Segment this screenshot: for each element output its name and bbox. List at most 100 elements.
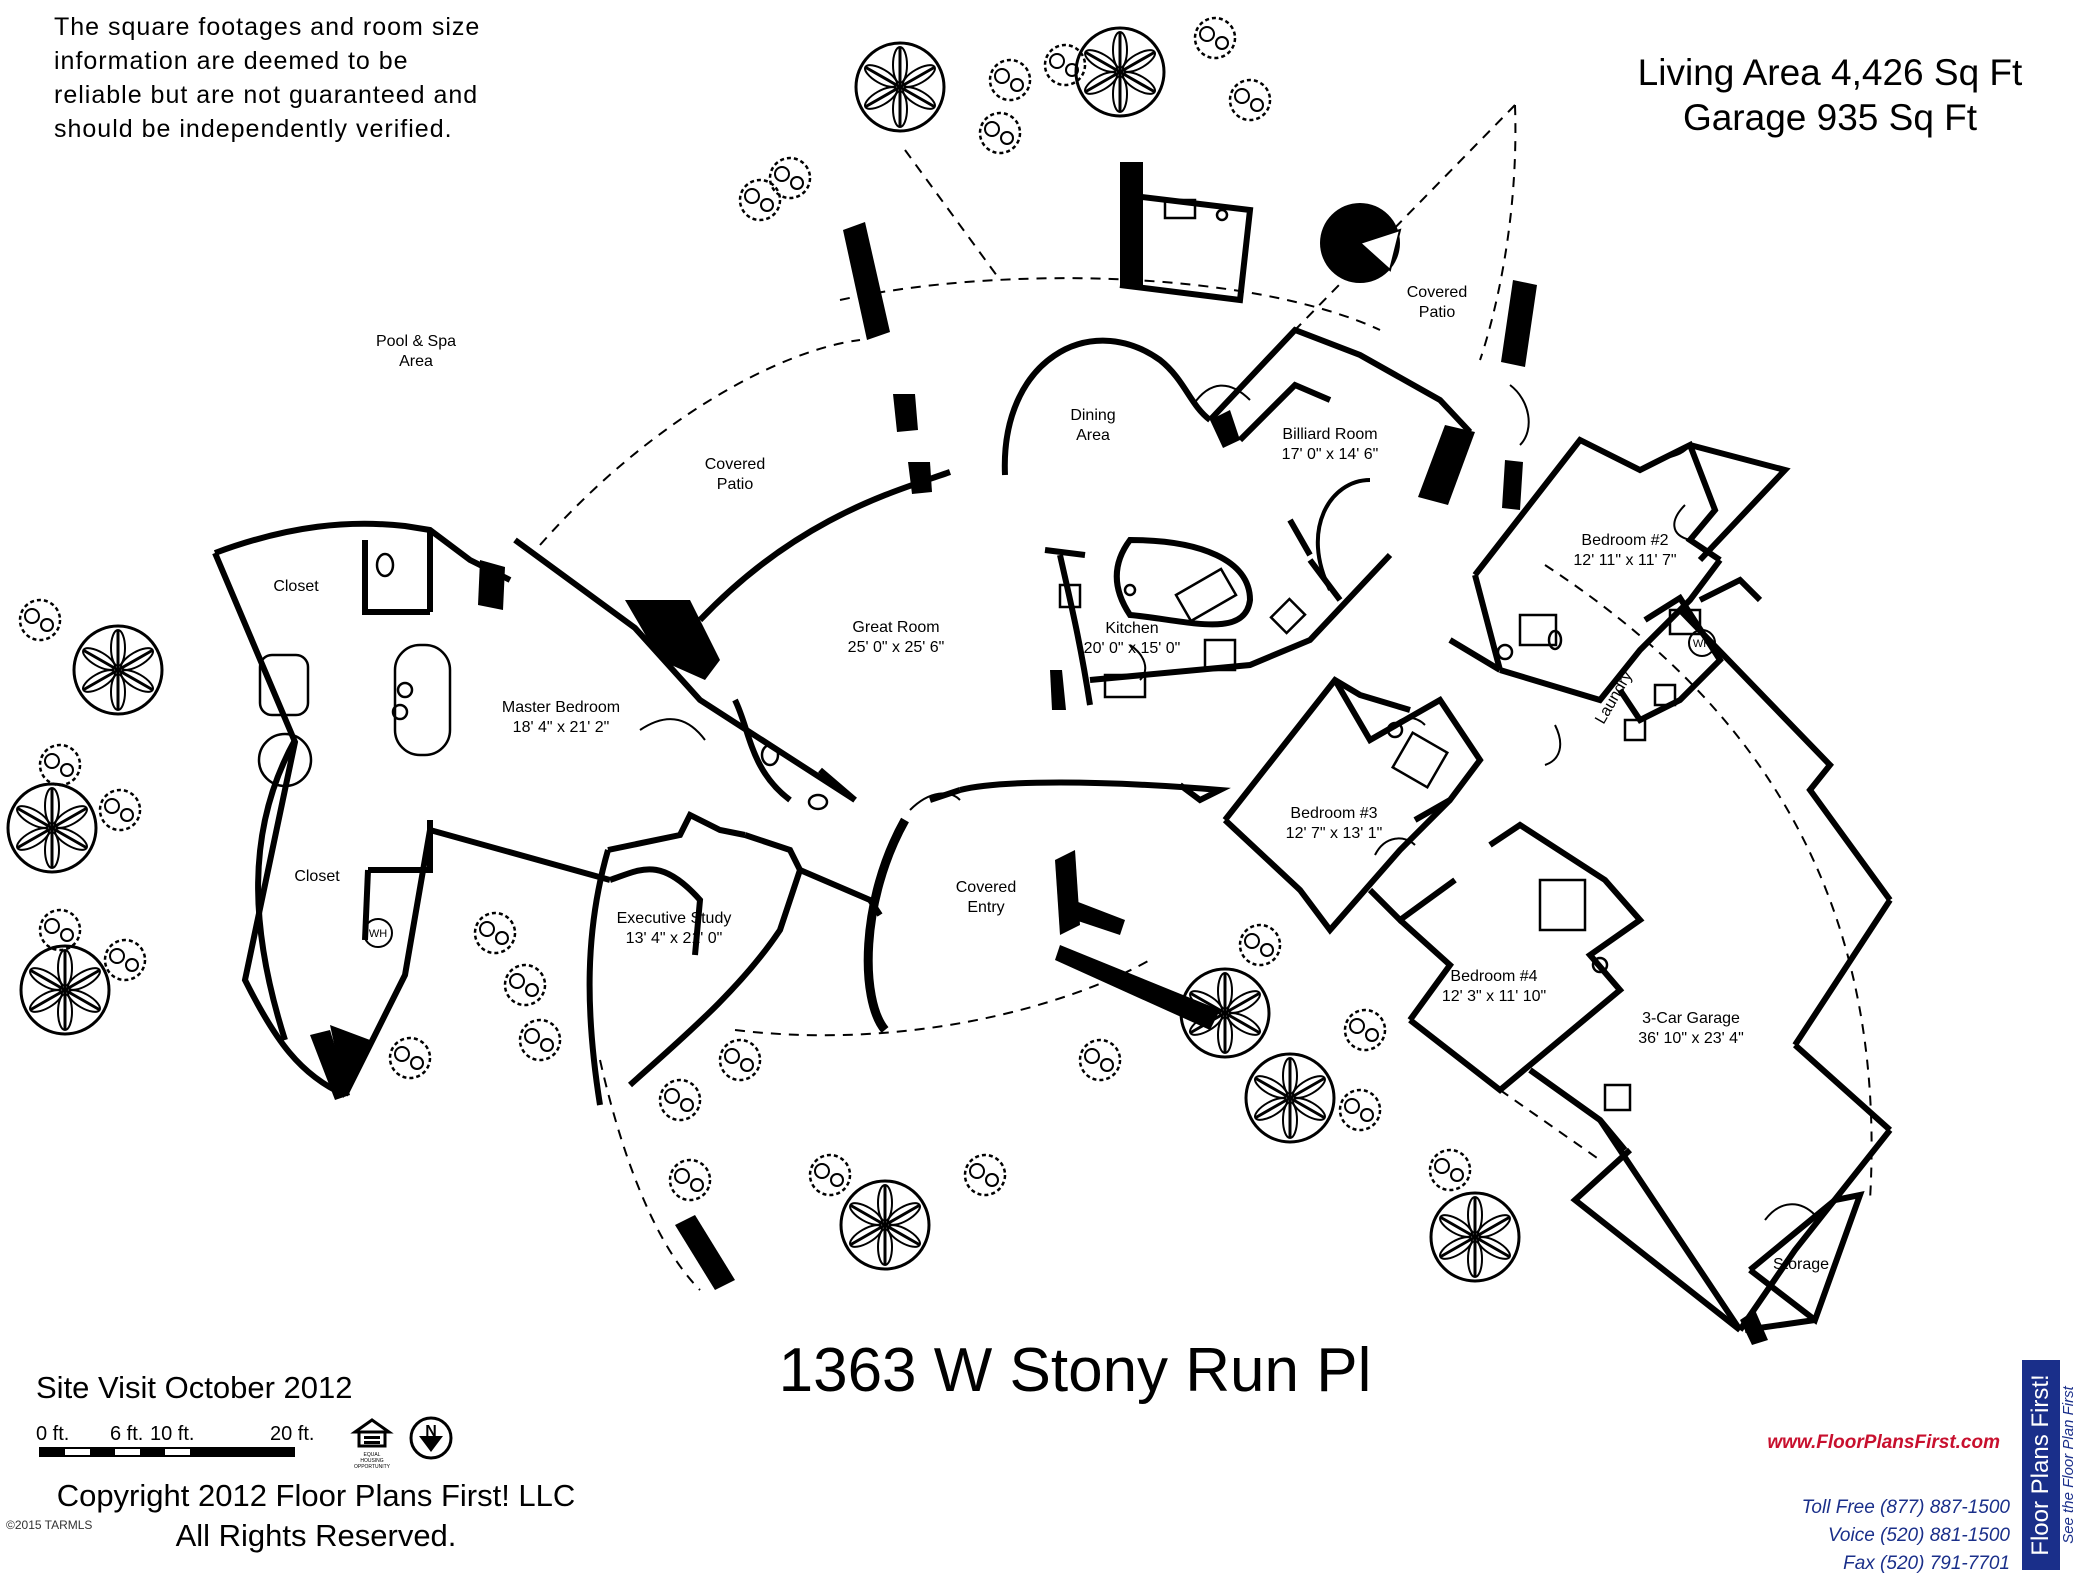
room-name-master-bedroom: Master Bedroom [502, 699, 620, 716]
toilet-icon [1547, 629, 1563, 651]
washer-icon [1668, 608, 1702, 636]
water-heater-icon: WH [1688, 629, 1716, 657]
room-name-kitchen: Kitchen [1105, 620, 1158, 637]
shrub-icon [103, 938, 147, 982]
wh-label: WH [1693, 638, 1711, 650]
toll-free-phone: Toll Free (877) 887-1500 [1801, 1497, 2010, 1518]
disclaimer-line: The square footages and room size [54, 13, 481, 41]
room-name-garage: 3-Car Garage [1642, 1010, 1740, 1027]
room-name-pool: Area [399, 353, 433, 370]
shrub-icon [738, 178, 782, 222]
tree-icon [1244, 1052, 1336, 1144]
tree-icon [839, 1179, 931, 1271]
bathtub-icon [258, 653, 310, 717]
shower-icon [1390, 730, 1450, 790]
bbq-grill-icon [1163, 198, 1197, 220]
living-area: Living Area 4,426 Sq Ft [1637, 52, 2023, 93]
tree-icon [854, 41, 946, 133]
kitchen-sink-icon [1103, 673, 1147, 699]
shrub-icon [768, 156, 812, 200]
voice-phone: Voice (520) 881-1500 [1827, 1525, 2010, 1546]
covered-patio-outline [539, 104, 1873, 1291]
area-summary: Living Area 4,426 Sq Ft Garage 935 Sq Ft [1610, 50, 2050, 140]
room-size-executive-study: 13' 4" x 21' 0" [626, 930, 723, 947]
shrub-icon [808, 1153, 852, 1197]
logo-tagline: See the Floor Plan First [2060, 1386, 2077, 1544]
wall-pieces [310, 162, 1768, 1345]
tree-icon [1429, 1191, 1521, 1283]
room-size-master-bedroom: 18' 4" x 21' 2" [513, 719, 610, 736]
shrub-icon [1338, 1088, 1382, 1132]
toilet-icon [807, 793, 829, 811]
shrub-icon [18, 598, 62, 642]
shrub-icon [518, 1018, 562, 1062]
disclaimer-line: should be independently verified. [54, 115, 453, 143]
shrub-icon [978, 111, 1022, 155]
fixtures [257, 198, 1702, 1112]
property-address: 1363 W Stony Run Pl [778, 1336, 1372, 1405]
equal-housing-label: EQUAL [364, 1452, 381, 1458]
room-name-covered-patio: Patio [717, 476, 754, 493]
scale-label: 10 ft. [150, 1423, 195, 1445]
scale-bar [39, 1447, 295, 1457]
equal-housing-label: OPPORTUNITY [354, 1464, 391, 1470]
sink-icon [1496, 643, 1514, 661]
equal-housing-label: HOUSING [360, 1458, 383, 1464]
fax-number: Fax (520) 791-7701 [1843, 1553, 2010, 1574]
shrub-icon [1228, 78, 1272, 122]
room-name-executive-study: Executive Study [617, 910, 732, 927]
north-arrow-icon: N [409, 1416, 453, 1460]
prep-sink-icon [1123, 583, 1137, 597]
shrub-icon [1043, 43, 1087, 87]
room-name-bedroom4: Bedroom #4 [1450, 968, 1537, 985]
room-name-bedroom2: Bedroom #2 [1581, 532, 1668, 549]
logo-brand-text: Floor Plans First! [2027, 1374, 2054, 1556]
mls-watermark: ©2015 TARMLS [6, 1518, 93, 1532]
disclaimer-line: information are deemed to be [54, 47, 409, 75]
room-size-bedroom3: 12' 7" x 13' 1" [1286, 825, 1383, 842]
washer-icon [1623, 718, 1647, 742]
north-label: N [425, 1423, 437, 1440]
shrub-icon [388, 1036, 432, 1080]
room-name-covered-patio: Covered [705, 456, 765, 473]
shrub-icon [1078, 1038, 1122, 1082]
water-heater-icon: WH [363, 918, 393, 948]
copyright-line: Copyright 2012 Floor Plans First! LLC [56, 1478, 576, 1513]
sink-icon [391, 703, 409, 721]
shower-icon [1518, 613, 1558, 647]
cooktop-icon [1203, 638, 1237, 672]
utility-sink-icon [1603, 1083, 1632, 1112]
sink-icon [1386, 721, 1404, 739]
shrub-icon [38, 743, 82, 787]
disclaimer: The square footages and room size inform… [54, 10, 504, 146]
tree-icon [19, 944, 111, 1036]
fridge-icon [1058, 583, 1082, 609]
shower-icon [1538, 878, 1587, 932]
brand-logo: Floor Plans First! See the Floor Plan Fi… [2022, 1360, 2080, 1570]
shrub-icon [1428, 1148, 1472, 1192]
tree-icon [6, 782, 98, 874]
wh-label: WH [369, 928, 387, 940]
room-name-dining: Area [1076, 427, 1110, 444]
room-size-kitchen: 20' 0" x 15' 0" [1084, 640, 1181, 657]
toilet-icon [375, 552, 395, 578]
sink-icon [396, 681, 414, 699]
sink-icon [1591, 956, 1609, 974]
scale-label: 20 ft. [270, 1423, 315, 1445]
shrub-icon [38, 908, 82, 952]
room-size-billiard: 17' 0" x 14' 6" [1282, 446, 1379, 463]
tree-icon [72, 624, 164, 716]
website-link[interactable]: www.FloorPlansFirst.com [1767, 1432, 2000, 1453]
garage-area: Garage 935 Sq Ft [1682, 97, 1978, 138]
room-name-covered-patio: Patio [1419, 304, 1456, 321]
shrub-icon [718, 1038, 762, 1082]
room-name-storage: Storage [1773, 1256, 1829, 1273]
curved-walls [863, 203, 1402, 1033]
scale-label: 0 ft. [36, 1423, 70, 1445]
room-name-billiard: Billiard Room [1282, 426, 1377, 443]
shrub-icon [503, 963, 547, 1007]
room-name-bedroom3: Bedroom #3 [1290, 805, 1377, 822]
site-visit: Site Visit October 2012 [36, 1370, 353, 1405]
room-name-dining: Dining [1070, 407, 1115, 424]
